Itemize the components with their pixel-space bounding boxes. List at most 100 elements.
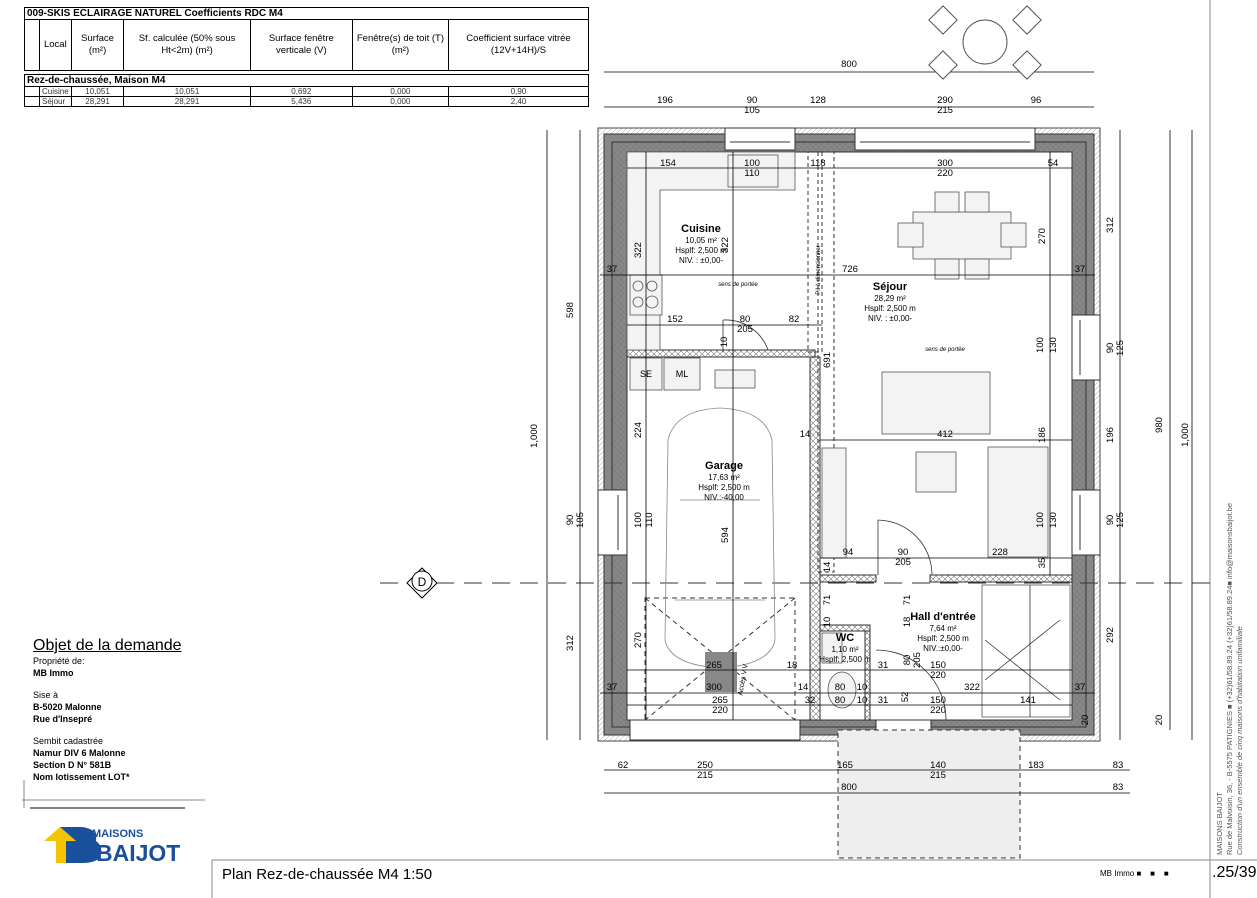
logo-text-1: MAISONS (92, 828, 143, 840)
dimension-label: 250 (697, 760, 713, 771)
room-area: 17,63 m² (708, 473, 740, 482)
beam-lines (807, 151, 835, 573)
dimension-label: 154 (660, 158, 676, 169)
owner-label: Propriété de: (33, 656, 85, 666)
room-level: NIV.:-40,00 (704, 493, 744, 502)
dimension-label: 300 (937, 158, 953, 169)
dimension-label: 800 (841, 59, 857, 70)
dimension-label: 80 (902, 655, 913, 666)
dimension-label: 228 (992, 547, 1008, 558)
sink-icon (727, 154, 779, 188)
dimension-label: 37 (607, 682, 618, 693)
staircase (981, 584, 1071, 718)
project-description: Construction d'un ensemble de cinq maiso… (1235, 626, 1244, 855)
dimension-label: 118 (810, 158, 825, 169)
dimension-label: 220 (930, 670, 946, 681)
dimension-label: 18 (902, 617, 913, 628)
dimension-label: 322 (720, 237, 731, 253)
section-marker: D (406, 567, 438, 599)
dimension-label: 196 (657, 95, 673, 106)
dimension-label: 125 (1115, 512, 1126, 528)
dimension-label: 150 (930, 695, 946, 706)
dimension-label: 130 (1048, 512, 1059, 528)
furniture (626, 151, 1071, 718)
dimension-label: 80 (835, 682, 846, 693)
room-height: Hsplf: 2,500 m (864, 304, 916, 313)
cell-fen-v: 5,436 (249, 96, 353, 107)
col-header-local: Local (39, 19, 72, 71)
sofa-side (987, 446, 1049, 558)
dimension-label: 726 (842, 264, 858, 275)
dimension-label: 110 (744, 168, 759, 179)
dimension-label: 215 (697, 770, 713, 781)
dimension-label: 312 (565, 635, 576, 651)
dimension-label: 10 (857, 682, 868, 693)
cell-fen-t: 0,000 (351, 96, 449, 107)
plan-annotation: SE (640, 369, 652, 379)
dimension-label: 96 (1031, 95, 1042, 106)
dimension-label: 265 (706, 660, 722, 671)
dimension-label: 128 (810, 95, 826, 106)
request-heading: Objet de la demande (33, 637, 182, 654)
maisons-baijot-logo: MAISONS BAIJOT (44, 827, 180, 865)
lighting-coefficients-table: 009-SKIS ECLAIRAGE NATUREL Coefficients … (24, 7, 590, 107)
room-name: Garage (705, 460, 743, 472)
dimension-label: 1,000 (1180, 423, 1191, 447)
owner: MB Immo (33, 668, 74, 678)
dimension-label: 83 (1113, 782, 1124, 793)
dimension-label: 220 (930, 705, 946, 716)
cadastre-label: Sembit cadastrée (33, 736, 104, 746)
sheet-frame (22, 0, 1257, 898)
col-header-coef: Coefficient surface vitrée (12V+14H)/S (447, 19, 590, 71)
dimension-label: 290 (937, 95, 953, 106)
dimension-label: 52 (900, 692, 911, 703)
dimension-label: 140 (930, 760, 946, 771)
address-line-1: B-5020 Malonne (33, 702, 102, 712)
room-name: Séjour (873, 281, 908, 293)
dimension-label: 183 (1028, 760, 1044, 771)
dimension-label: 90 (565, 515, 576, 526)
dimension-label: 100 (633, 512, 644, 528)
client-name: MB Immo (1100, 869, 1135, 878)
dimension-label: 594 (720, 527, 731, 543)
dimension-label: 141 (1020, 695, 1036, 706)
dimension-label: 125 (1115, 340, 1126, 356)
dimension-label: 150 (930, 660, 946, 671)
dimension-label: 105 (744, 105, 760, 116)
dimension-label: 691 (822, 352, 833, 368)
coffee-table (915, 451, 957, 493)
cell-coef: 2,40 (447, 96, 590, 107)
plan-title: Plan Rez-de-chaussée M4 1:50 (222, 866, 433, 883)
dimension-label: 90 (1105, 515, 1116, 526)
dimension-label: 186 (1037, 427, 1048, 443)
dimension-label: 220 (937, 168, 953, 179)
dimension-label: 90 (898, 547, 909, 558)
dimension-label: 37 (1075, 264, 1086, 275)
company-sidebar: MAISONS BAIJOT Rue de Malvoisin, 36, - B… (1215, 503, 1245, 855)
dimension-label: 71 (822, 595, 833, 606)
cabinet (821, 447, 847, 559)
wc-sink (821, 632, 843, 664)
cadastre-line-2: Section D N° 581B (33, 760, 112, 770)
room-name: WC (836, 632, 854, 644)
company-address: Rue de Malvoisin, 36, - B-5575 PATIGNIES… (1225, 502, 1234, 855)
cadastre-line-3: Nom lotissement LOT* (33, 772, 130, 782)
dimension-label: 224 (633, 422, 644, 438)
room-level: NIV.:±0,00- (923, 644, 963, 653)
dimension-label: 14 (800, 429, 811, 440)
dimension-label: 94 (843, 547, 854, 558)
company-name: MAISONS BAIJOT (1215, 792, 1224, 855)
room-level: NIV. : ±0,00- (679, 256, 723, 265)
dimension-label: 83 (1113, 760, 1124, 771)
dining-table (912, 211, 1012, 260)
dimension-label: 322 (633, 242, 644, 258)
dimension-label: 32 (805, 695, 816, 706)
room-area: 10,05 m² (685, 236, 717, 245)
room-height: Hsplf: 2,500 m (819, 655, 871, 664)
col-header-window-t: Fenêtre(s) de toit (T) (m²) (351, 19, 449, 71)
dimension-label: 270 (633, 632, 644, 648)
sofa (881, 371, 991, 435)
